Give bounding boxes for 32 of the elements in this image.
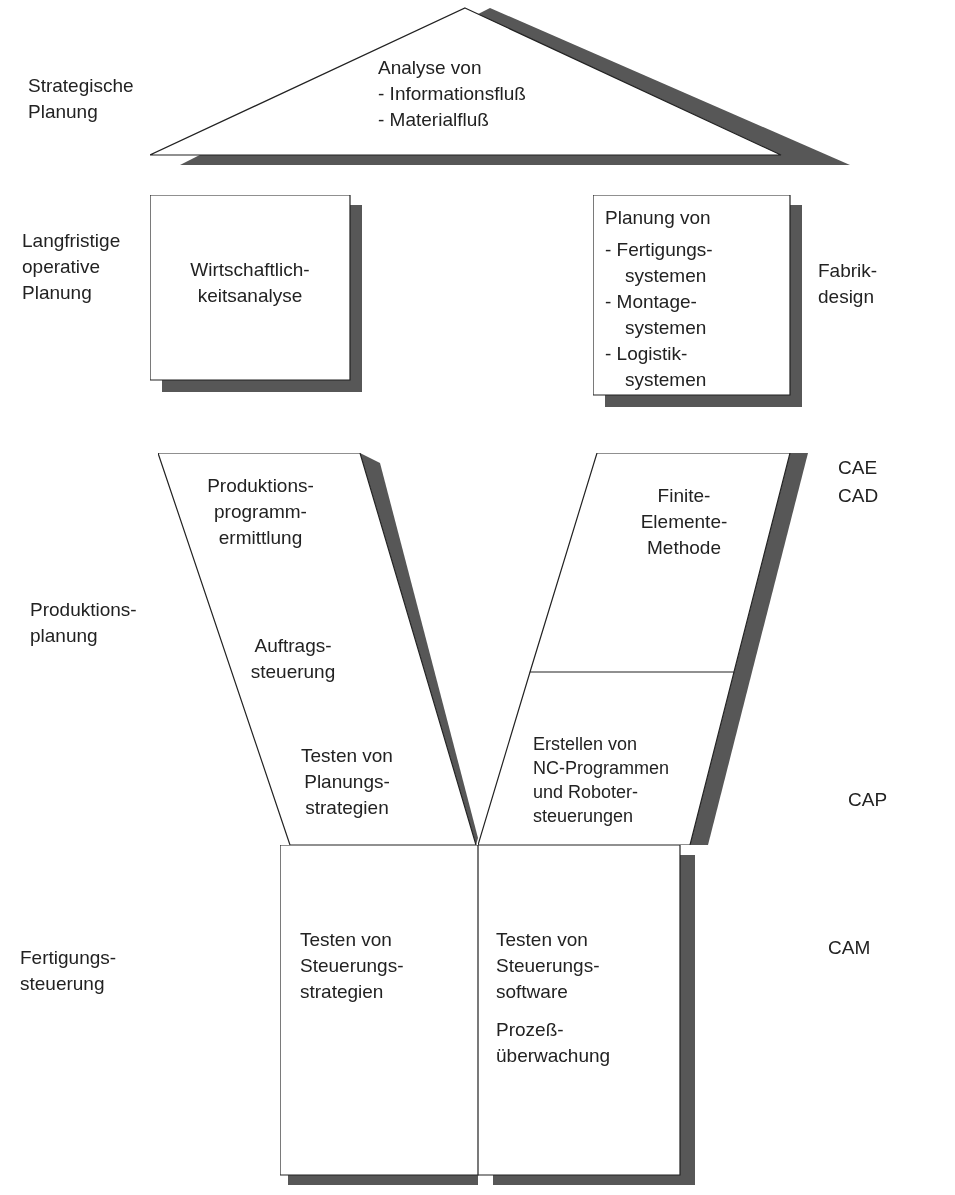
level-label: Strategische Planung [28, 74, 135, 124]
node-text: Prozeß- überwachung [496, 1018, 612, 1068]
node-text: Analyse von [378, 56, 483, 80]
node-text: Wirtschaftlich- keitsanalyse [189, 258, 311, 308]
process-box [478, 845, 695, 1185]
level-label: Fabrik- design [818, 259, 879, 309]
node-text: Testen von Planungs- strategien [300, 744, 394, 820]
roof-shape [150, 7, 850, 165]
list-item: - Logistik- systemen [605, 342, 708, 392]
level-label: CAD [838, 484, 880, 508]
node-text: - Informationsfluß [378, 82, 527, 106]
level-label: Langfristige operative Planung [22, 229, 122, 305]
level-label: CAM [828, 936, 872, 960]
list-item: - Montage- systemen [605, 290, 708, 340]
node-text: - Materialfluß [378, 108, 490, 132]
node-text: Produktions- programm- ermittlung [206, 474, 315, 550]
level-label: Fertigungs- steuerung [20, 946, 118, 996]
level-label: CAE [838, 456, 879, 480]
level-label: Produktions- planung [30, 598, 138, 648]
process-box [280, 845, 479, 1185]
node-text: Testen von Steuerungs- strategien [300, 928, 405, 1004]
level-label: CAP [848, 788, 889, 812]
list-item: - Fertigungs- systemen [605, 238, 714, 288]
node-heading: Planung von [605, 206, 712, 230]
process-box [150, 195, 362, 392]
stage-panel [478, 672, 752, 845]
stage-panel [529, 453, 808, 673]
node-text: Finite- Elemente- Methode [639, 484, 729, 560]
process-box [593, 195, 802, 407]
node-text: Auftrags- steuerung [249, 634, 337, 684]
node-text: Erstellen von NC-Programmen und Roboter- steuerungen [533, 733, 671, 828]
node-text: Testen von Steuerungs- software [496, 928, 601, 1004]
